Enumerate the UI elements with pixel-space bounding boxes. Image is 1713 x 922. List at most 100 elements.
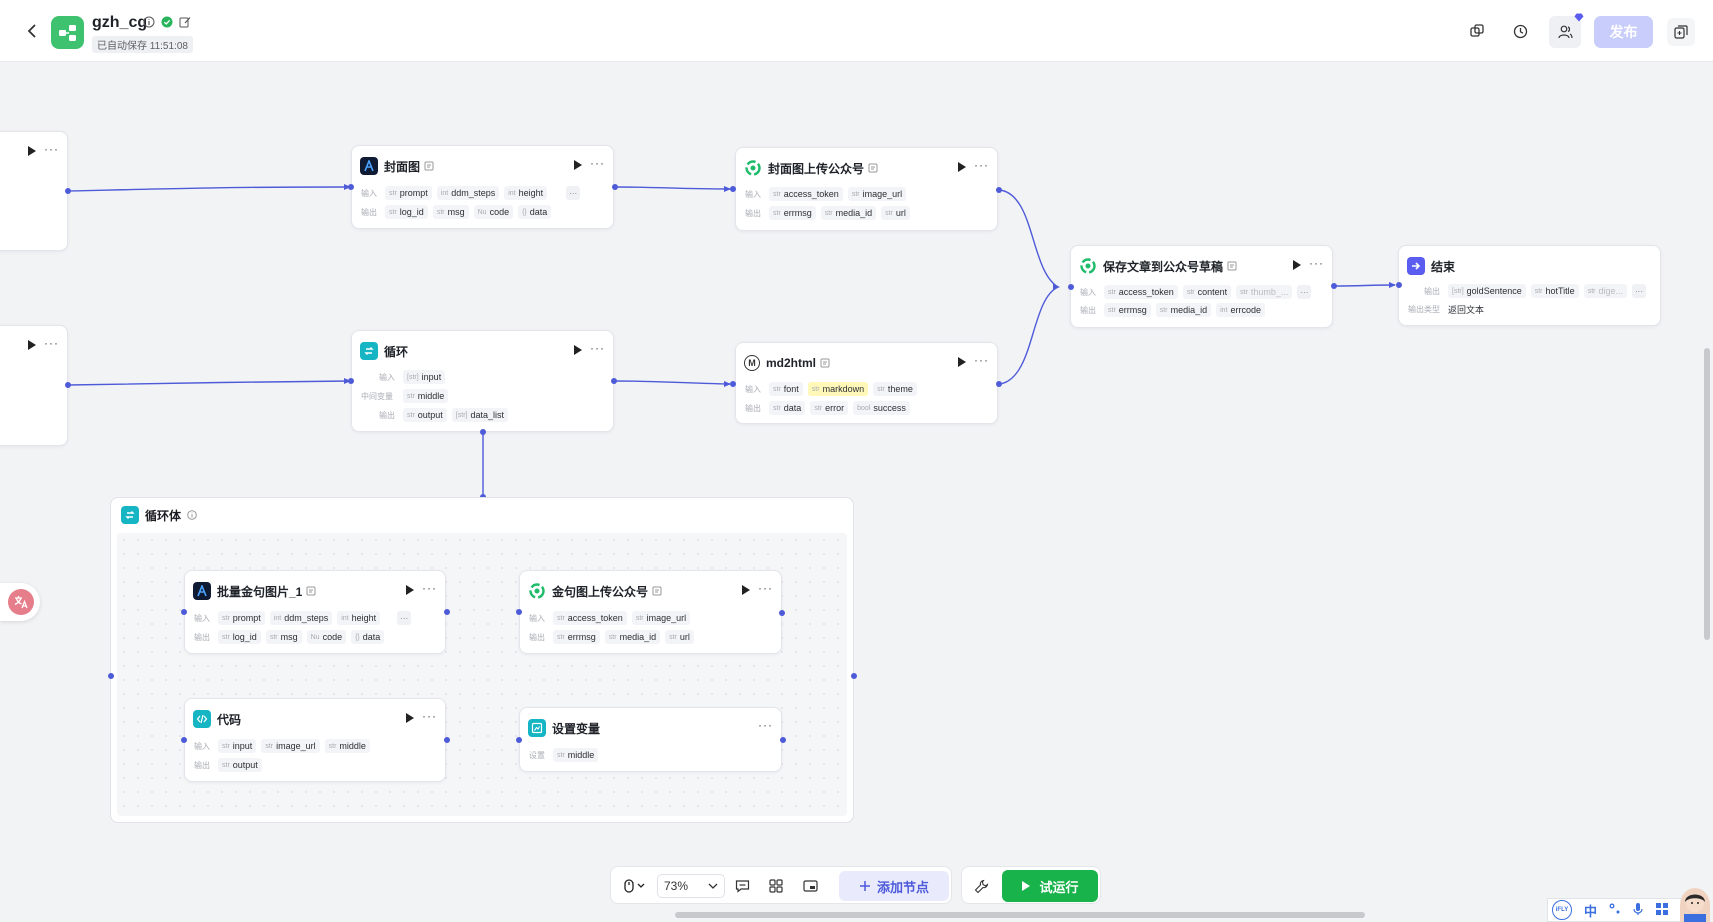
output-port[interactable] [65,382,71,388]
input-port[interactable] [516,737,522,743]
translate-button[interactable] [0,583,40,621]
output-port[interactable] [611,378,617,384]
input-port[interactable] [181,609,187,615]
microphone-icon[interactable] [1633,902,1643,919]
output-port[interactable] [444,737,450,743]
partial-node-bottom[interactable]: ··· [0,325,68,446]
input-port[interactable] [348,184,354,190]
output-port[interactable] [779,610,785,616]
run-icon[interactable] [405,712,415,724]
ifly-logo[interactable]: iFLY [1552,900,1572,920]
output-port[interactable] [996,187,1002,193]
autosave-status: 已自动保存 11:51:08 [92,36,193,53]
more-params-icon[interactable]: ··· [1632,284,1646,298]
apps-grid-icon[interactable] [1655,902,1669,919]
run-icon[interactable] [27,145,37,157]
more-icon[interactable]: ··· [44,142,59,156]
more-params-icon[interactable]: ··· [1297,285,1312,299]
run-icon[interactable] [957,161,967,173]
output-port[interactable] [780,737,786,743]
test-run-button[interactable]: 试运行 [1002,870,1098,902]
output-port[interactable] [1331,283,1337,289]
comment-icon[interactable] [733,877,751,895]
input-port[interactable] [1396,282,1402,288]
vertical-scrollbar[interactable] [1704,348,1710,640]
more-icon[interactable]: ··· [758,581,773,595]
edit-icon[interactable] [179,15,191,33]
output-port[interactable] [65,188,71,194]
run-icon[interactable] [405,584,415,596]
run-icon[interactable] [741,584,751,596]
image-gen-icon [193,582,211,600]
output-port[interactable] [996,381,1002,387]
loop-body-port[interactable] [480,429,486,435]
loop-body-port[interactable] [108,673,114,679]
input-port[interactable] [730,381,736,387]
more-icon[interactable]: ··· [590,156,605,170]
input-port[interactable] [181,737,187,743]
zoom-select[interactable]: 73% [657,874,725,898]
run-icon[interactable] [1292,259,1302,271]
more-icon[interactable]: ··· [974,158,989,172]
publish-button[interactable]: 发布 [1594,16,1653,48]
layout-grid-icon[interactable] [767,877,785,895]
more-icon[interactable]: ··· [590,341,605,355]
more-icon[interactable]: ··· [44,336,59,350]
note-icon [306,586,316,596]
more-params-icon[interactable]: ··· [397,611,412,625]
more-icon[interactable]: ··· [422,709,437,723]
run-icon[interactable] [957,356,967,368]
run-icon[interactable] [573,159,583,171]
ime-language[interactable]: 中 [1584,903,1598,919]
ime-avatar[interactable] [1680,888,1710,922]
output-port[interactable] [444,609,450,615]
more-icon[interactable]: ··· [422,581,437,595]
run-icon[interactable] [27,339,37,351]
node-title: md2html [766,356,817,370]
more-icon[interactable]: ··· [974,353,989,367]
input-port[interactable] [348,378,354,384]
input-port[interactable] [1068,284,1074,290]
copy-icon[interactable] [1464,18,1490,44]
more-params-icon[interactable]: ··· [566,186,581,200]
note-icon [1227,261,1237,271]
info-icon[interactable] [143,15,155,33]
more-icon[interactable]: ··· [758,718,773,732]
history-icon[interactable] [1507,18,1533,44]
run-icon[interactable] [573,344,583,356]
punctuation-icon[interactable] [1609,903,1621,918]
mouse-mode-icon[interactable] [621,877,649,895]
add-node-button[interactable]: 添加节点 [839,871,949,901]
more-icon[interactable]: ··· [1309,256,1324,270]
minimap-icon[interactable] [801,877,819,895]
wrench-icon[interactable] [972,877,990,895]
collaborators-button[interactable] [1549,13,1584,48]
partial-node-top[interactable]: ··· [0,131,68,251]
input-port[interactable] [730,186,736,192]
back-arrow-icon[interactable] [22,20,42,42]
input-port[interactable] [516,609,522,615]
panel-toggle-icon[interactable] [1667,18,1695,46]
output-port[interactable] [612,184,618,190]
info-icon[interactable] [187,510,197,520]
loop-body-port[interactable] [851,673,857,679]
horizontal-scrollbar[interactable] [675,912,1365,918]
